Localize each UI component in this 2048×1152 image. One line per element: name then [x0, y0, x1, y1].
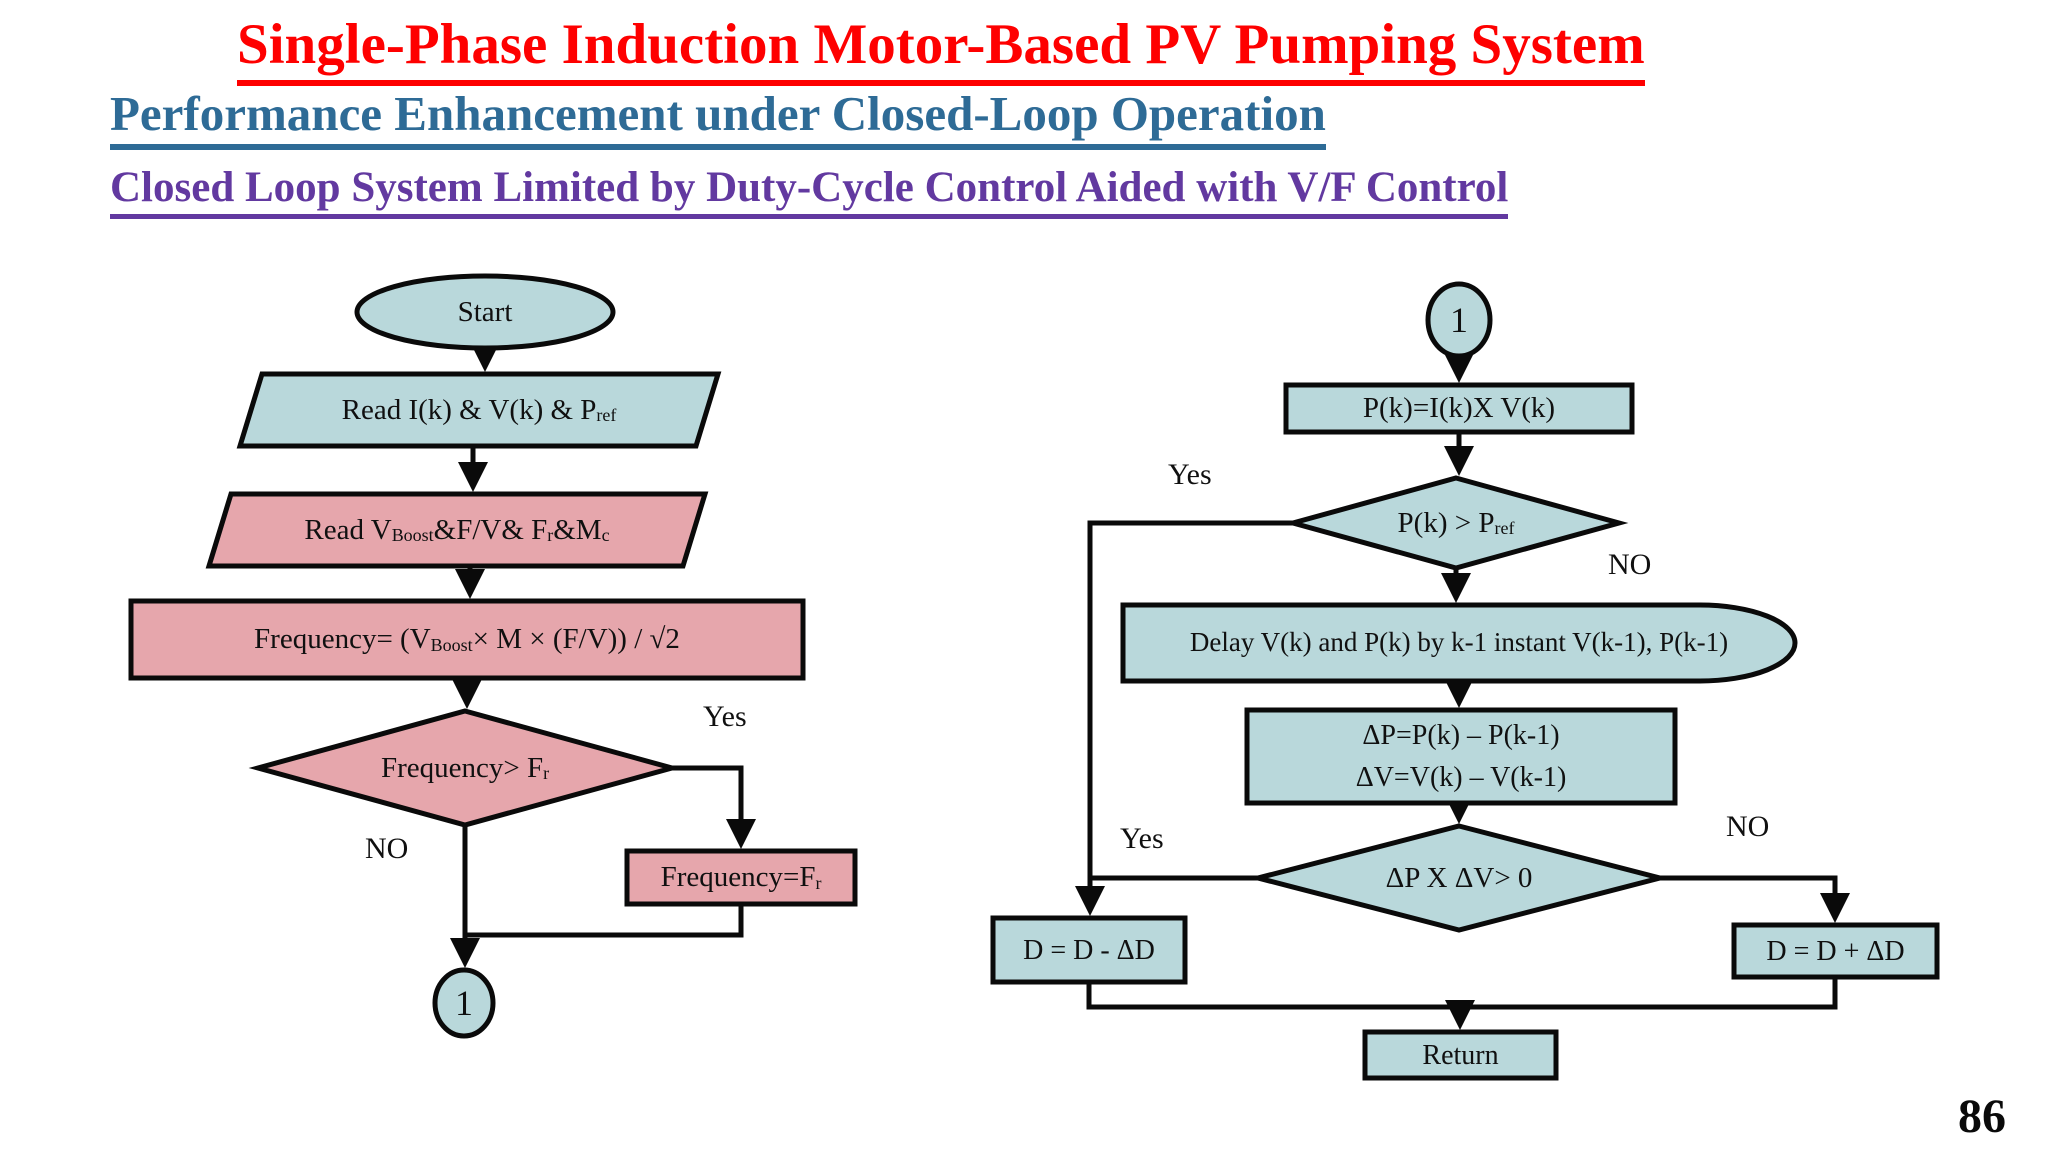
slide-title: Single-Phase Induction Motor-Based PV Pu…: [237, 12, 1645, 86]
start-terminator: [354, 273, 616, 351]
duty-decrease-box: [990, 915, 1188, 985]
connector-1-left-label: 1: [455, 982, 473, 1023]
connector-1-right-label: 1: [1450, 299, 1468, 340]
delta-v-line: ΔV=V(k) – V(k-1): [1355, 762, 1567, 794]
power-decision-no-label: NO: [1608, 548, 1652, 581]
slide-subsubtitle: Closed Loop System Limited by Duty-Cycle…: [110, 163, 1509, 220]
delta-decision-yes-label: Yes: [1120, 822, 1164, 855]
start-label: Start: [457, 295, 513, 328]
connector-1-right-circle: [1425, 281, 1493, 359]
delta-decision-label: ΔP X ΔV> 0: [1385, 861, 1533, 894]
power-decision-yes-label: Yes: [1168, 458, 1212, 491]
duty-increase-label: D = D + ΔD: [1766, 935, 1905, 967]
return-box: [1362, 1029, 1559, 1081]
slide-subtitle: Performance Enhancement under Closed-Loo…: [110, 86, 1326, 151]
delta-decision-diamond: [1248, 823, 1670, 933]
frequency-limit-box: [624, 848, 858, 907]
return-label: Return: [1422, 1039, 1499, 1071]
delta-calc-label: ΔP=P(k) – P(k-1) ΔV=V(k) – V(k-1): [1247, 710, 1675, 803]
power-calc-box: [1283, 382, 1635, 435]
left-flow-connectors: [450, 342, 756, 968]
duty-increase-box: [1731, 922, 1940, 980]
delay-shape: [1120, 602, 1798, 684]
read-params-parallelogram: [205, 491, 709, 569]
page-number: 86: [1958, 1090, 2006, 1143]
frequency-decision-no-label: NO: [365, 832, 409, 865]
delay-label: Delay V(k) and P(k) by k-1 instant V(k-1…: [1189, 627, 1729, 658]
power-decision-diamond: [1283, 475, 1629, 571]
frequency-formula-box: [128, 598, 806, 681]
frequency-decision-yes-label: Yes: [703, 700, 747, 733]
right-flow-connectors: [1075, 353, 1850, 1030]
power-calc-label: P(k)=I(k)X V(k): [1362, 392, 1556, 425]
duty-decrease-label: D = D - ΔD: [1023, 934, 1155, 966]
delta-p-line: ΔP=P(k) – P(k-1): [1362, 719, 1560, 751]
delta-calc-box: [1244, 707, 1678, 806]
frequency-decision-diamond: [248, 708, 682, 828]
read-input-parallelogram: [236, 371, 722, 449]
connector-1-left-circle: [432, 967, 496, 1039]
delta-decision-no-label: NO: [1726, 810, 1770, 843]
